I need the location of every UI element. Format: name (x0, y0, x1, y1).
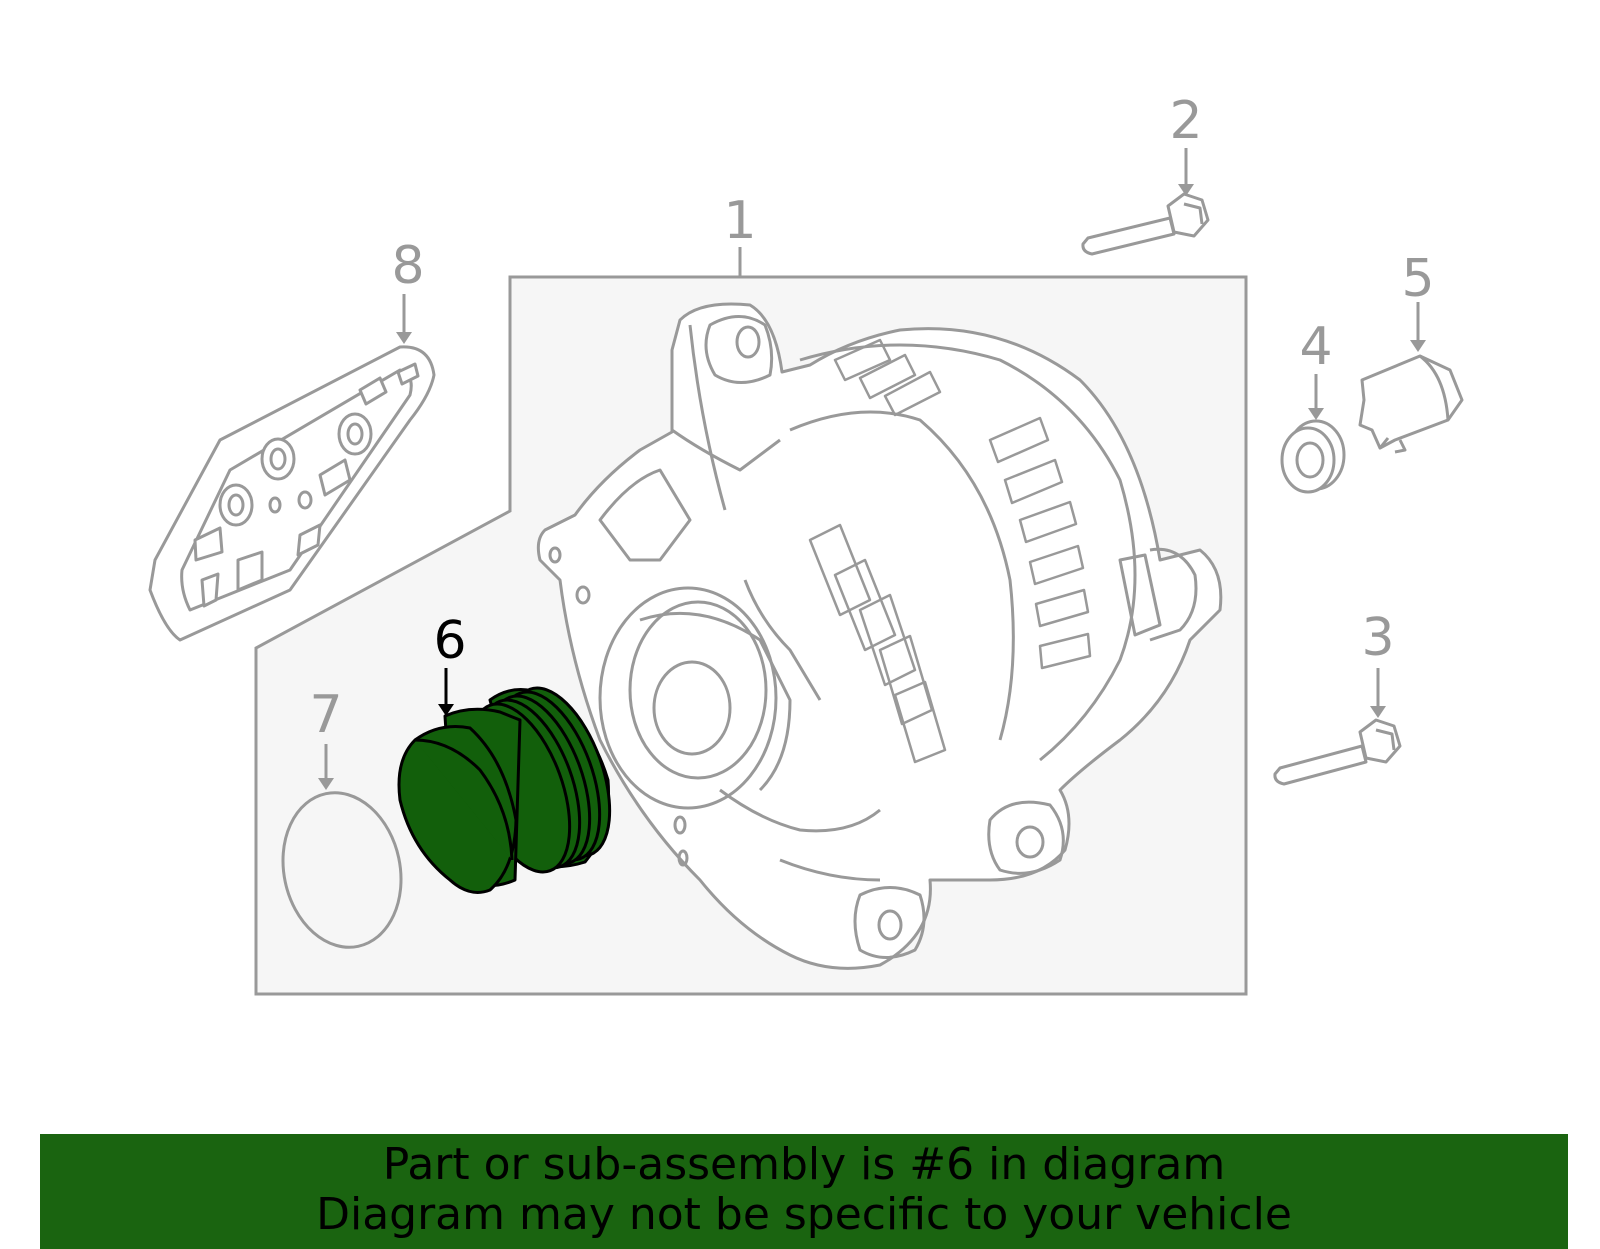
callout-6: 6 (433, 611, 466, 671)
bracket-part-8[interactable] (148, 345, 436, 642)
callout-leaders (318, 148, 1426, 790)
callout-8: 8 (391, 236, 424, 296)
callout-1: 1 (723, 191, 756, 251)
callout-4: 4 (1299, 317, 1332, 377)
alternator-part-1[interactable] (536, 302, 1223, 970)
bolt-part-2[interactable] (1081, 192, 1210, 256)
seal-part-7[interactable] (269, 782, 415, 959)
banner-line-1: Part or sub-assembly is #6 in diagram (382, 1139, 1226, 1190)
callout-6-leader (438, 668, 454, 716)
bolt-part-3[interactable] (1273, 718, 1402, 786)
banner-line-2: Diagram may not be specific to your vehi… (316, 1189, 1292, 1240)
grommet-part-4[interactable] (1280, 419, 1346, 494)
callout-7: 7 (309, 685, 342, 745)
pulley-part-6[interactable] (397, 675, 630, 894)
callout-5: 5 (1401, 249, 1434, 309)
callout-3: 3 (1361, 608, 1394, 668)
callout-2: 2 (1169, 91, 1202, 151)
info-banner: Part or sub-assembly is #6 in diagram Di… (40, 1134, 1568, 1249)
connector-part-5[interactable] (1358, 354, 1464, 454)
